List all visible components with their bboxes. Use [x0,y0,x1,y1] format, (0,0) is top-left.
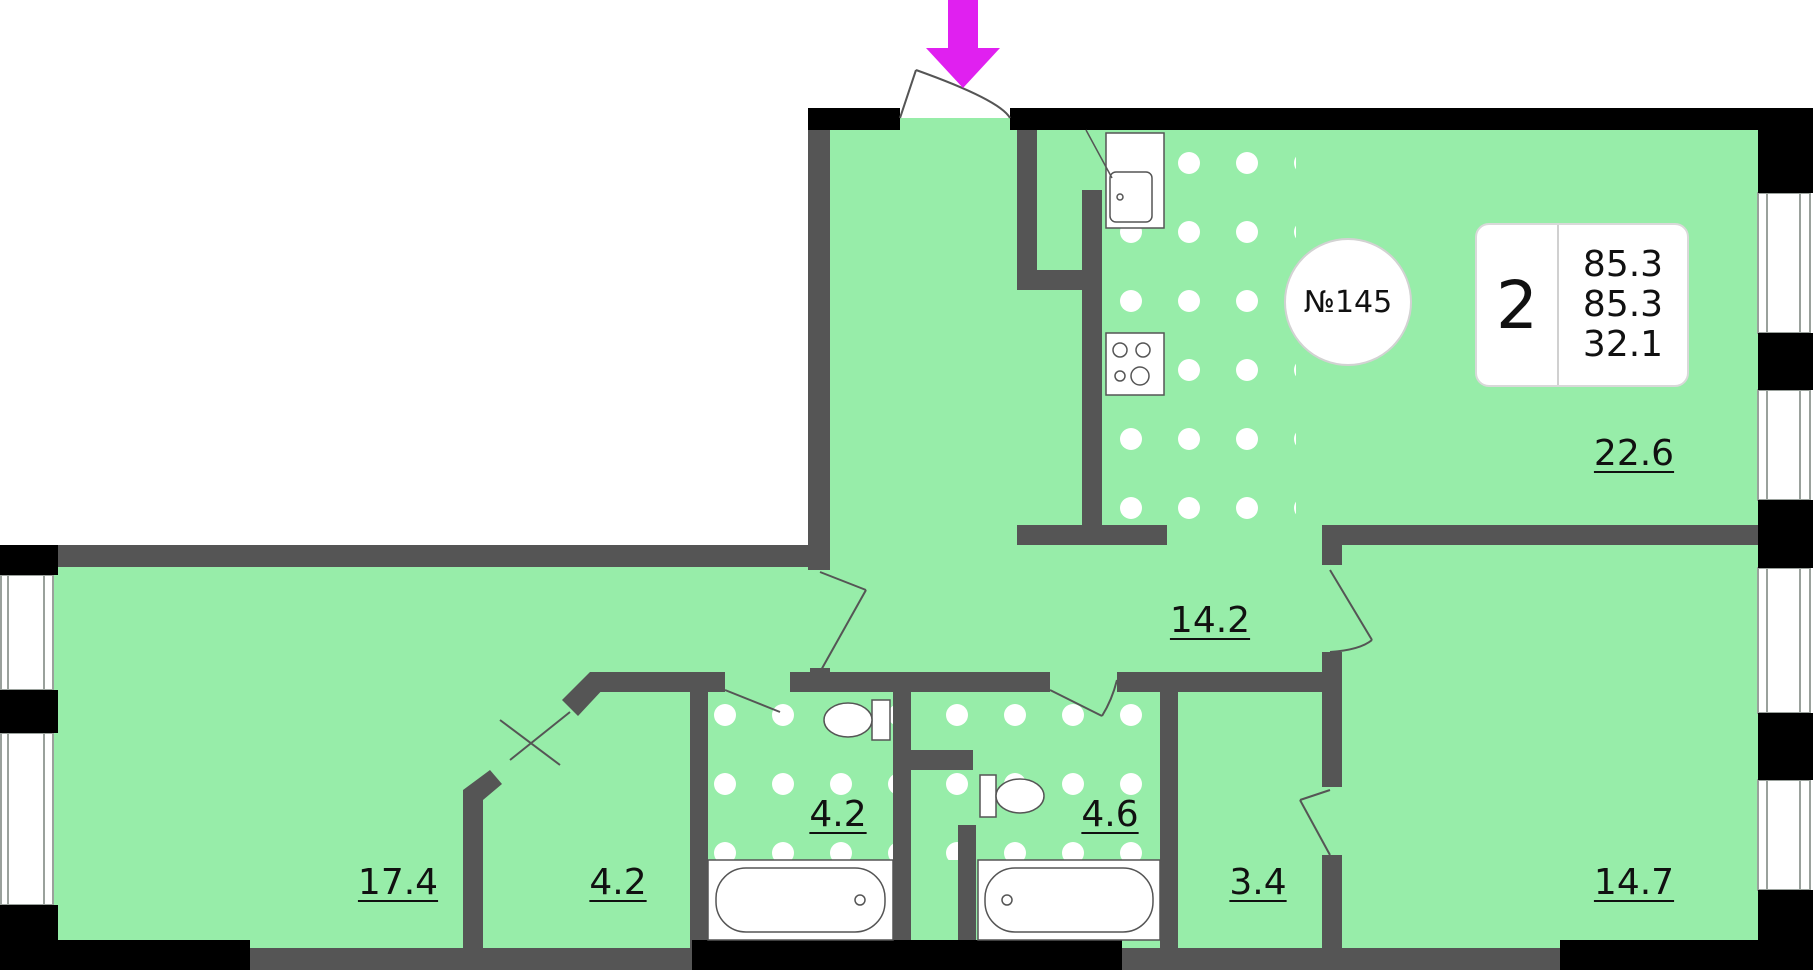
interior-walls [50,118,1768,950]
rooms-count: 2 [1477,225,1559,385]
apartment-number: №145 [1284,238,1412,366]
room-area-living: 17.4 [357,862,439,903]
info-card: 2 85.3 85.3 32.1 [1475,223,1689,387]
room-area-bathroom-right: 4.6 [1081,794,1139,835]
area-list: 85.3 85.3 32.1 [1559,225,1687,385]
toilet-icon-2 [979,774,1045,818]
total-area-2: 85.3 [1582,284,1664,325]
living-area: 32.1 [1582,324,1664,365]
bathtub-icon [707,859,894,941]
stove-icon [1105,332,1165,396]
room-area-closet: 4.2 [589,862,647,903]
bathtub-icon-2 [977,859,1161,941]
total-area: 85.3 [1582,244,1664,285]
room-area-bathroom-left: 4.2 [809,794,867,835]
room-area-hall: 14.2 [1169,600,1251,641]
outer-walls [0,108,1813,970]
sink-icon [1085,129,1165,229]
room-area-bedroom: 14.7 [1593,862,1675,903]
windows [0,192,1811,906]
tiled-areas [705,122,1296,860]
toilet-icon [823,699,891,741]
room-area-wardrobe: 3.4 [1229,862,1287,903]
room-area-kitchen: 22.6 [1593,433,1675,474]
arrow-down-icon [926,0,1000,88]
doors [499,69,1373,856]
